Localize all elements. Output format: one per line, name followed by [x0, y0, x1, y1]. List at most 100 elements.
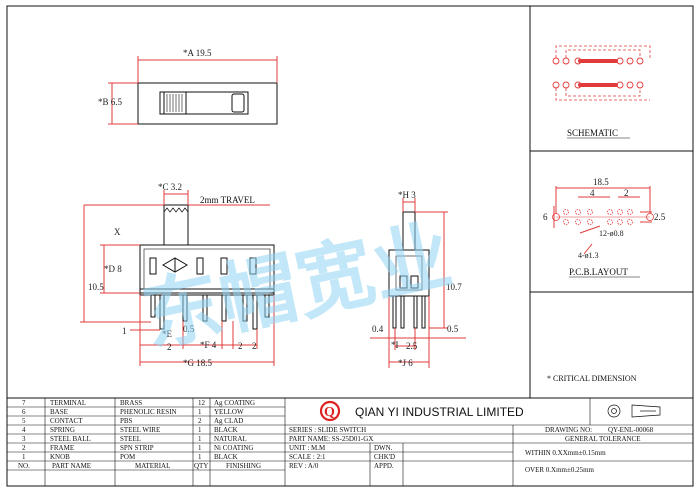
bom-qty: 2 [198, 417, 202, 425]
company-name: QIAN YI INDUSTRIAL LIMITED [355, 405, 524, 419]
dim-2b-label: 2 [238, 341, 243, 351]
bom-no: 3 [22, 435, 26, 443]
appd-label: APPD. [374, 462, 394, 470]
scale-label: SCALE : 2:1 [289, 453, 326, 461]
dim-04-label: 0.4 [372, 324, 384, 334]
dim-j-label: *J 6 [398, 358, 413, 368]
schematic-contact-bottom [578, 83, 618, 87]
front-view: *A 19.5 *B 6.5 [98, 48, 278, 125]
bom-finish: Ag CLAD [214, 417, 243, 425]
bom-qty: 1 [198, 444, 202, 452]
pcb-dim-6-label: 6 [543, 212, 548, 222]
bom-finish: YELLOW [214, 408, 244, 416]
bom-no: 7 [22, 399, 26, 407]
bom-header-qty: QTY [194, 462, 208, 470]
bom-header-no: NO. [18, 462, 30, 470]
pcb-dim-4-label: 4 [590, 188, 595, 198]
pcb-layout-label: P.C.B.LAYOUT [569, 267, 628, 277]
critical-dimension-note: * CRITICAL DIMENSION [547, 374, 637, 383]
pcb-holes-4-label: 4-ø1.3 [578, 251, 599, 260]
bom-part: BASE [50, 408, 68, 416]
bom-qty: 12 [198, 399, 206, 407]
company-logo: Q [319, 400, 341, 422]
end-view: *H 3 10.7 0.4 0.5 *I 2.5 *J 6 [370, 190, 466, 368]
end-dim-05-label: 0.5 [447, 324, 459, 334]
pcb-layout: 18.5 4 2 6 2.5 12-ø0.8 4-ø1.3 P.C.B.LAYO… [543, 177, 666, 278]
pcb-dim-2-label: 2 [624, 188, 629, 198]
bom-material: SPN STRIP [120, 444, 154, 452]
bom-finish: Ag COATING [214, 399, 255, 407]
dim-a-label: *A 19.5 [183, 48, 212, 58]
title-block [7, 398, 693, 486]
bom-material: PHENOLIC RESIN [120, 408, 177, 416]
x-label: X [114, 227, 121, 237]
bom-finish: Ni COATING [214, 444, 253, 452]
schematic: SCHEMATIC [552, 45, 651, 139]
bom-no: 2 [22, 444, 26, 452]
schematic-contact-top [578, 59, 618, 63]
projection-symbol [607, 404, 661, 418]
bom-material: STEEL [120, 435, 141, 443]
dim-107-label: 10.7 [446, 282, 462, 292]
bom-header-finishing: FINISHING [226, 462, 261, 470]
part-name-label: PART NAME: SS-25D01-GX [289, 435, 373, 443]
bom-no: 1 [22, 453, 26, 461]
bom-no: 6 [22, 408, 26, 416]
drawing-no-label: DRAWING NO: [545, 426, 592, 434]
bom-header-part-name: PART NAME [52, 462, 91, 470]
bom-qty: 1 [198, 453, 202, 461]
front-knob [163, 91, 187, 115]
chkd-label: CHK'D [374, 453, 395, 461]
bom-material: STEEL WIRE [120, 426, 160, 434]
dim-g-label: *G 18.5 [183, 358, 212, 368]
side-knob [163, 204, 189, 245]
bom-material: BRASS [120, 399, 142, 407]
bom-finish: BLACK [214, 453, 238, 461]
bom-qty: 1 [198, 435, 202, 443]
dim-2c-label: 2 [252, 341, 257, 351]
schematic-label: SCHEMATIC [567, 128, 618, 138]
bom-material: PBS [120, 417, 133, 425]
tolerance-within: WITHIN 0.XXmm±0.15mm [525, 449, 606, 457]
drawing-no-value: QY-ENL-00068 [608, 426, 654, 434]
bom-qty: 1 [198, 426, 202, 434]
bom-part: TERMINAL [50, 399, 86, 407]
outer-frame [6, 5, 694, 487]
travel-label: 2mm TRAVEL [200, 195, 255, 205]
bom-no: 4 [22, 426, 26, 434]
bom-finish: NATURAL [214, 435, 247, 443]
bom-part: CONTACT [50, 417, 83, 425]
front-slot [159, 91, 249, 115]
dim-1-label: 1 [122, 326, 127, 336]
bom-part: SPRING [50, 426, 75, 434]
pcb-dim-25-label: 2.5 [654, 212, 666, 222]
tolerance-over: OVER 0.Xmm±0.25mm [525, 466, 595, 474]
bom-finish: BLACK [214, 426, 238, 434]
dim-e-label: *E [162, 329, 173, 339]
rev-label: REV : A/0 [289, 462, 319, 470]
bom-no: 5 [22, 417, 26, 425]
dim-c-label: *C 3.2 [158, 182, 182, 192]
dim-d-label: *D 8 [104, 264, 122, 274]
bom-table: 7 TERMINAL BRASS 12 Ag COATING 6 BASE PH… [18, 399, 261, 470]
side-view: *C 3.2 2mm TRAVEL X *D 8 10.5 1 *E 0.5 2… [80, 182, 275, 368]
bom-part: FRAME [50, 444, 74, 452]
general-tolerance-label: GENERAL TOLERANCE [565, 435, 641, 443]
bom-part: STEEL BALL [50, 435, 91, 443]
dim-05-label: 0.5 [183, 324, 195, 334]
front-body-outline [137, 82, 278, 125]
dwn-label: DWN. [374, 444, 393, 452]
side-body [139, 244, 275, 294]
pcb-holes-12-label: 12-ø0.8 [599, 229, 624, 238]
dim-b-label: *B 6.5 [98, 97, 123, 107]
dim-f-label: *F 4 [200, 340, 217, 350]
unit-label: UNIT : M.M [289, 444, 326, 452]
dim-2a-label: 2 [167, 342, 172, 352]
bom-material: POM [120, 453, 136, 461]
end-body [388, 249, 430, 297]
series-label: SERIES : SLIDE SWITCH [289, 426, 366, 434]
dim-h-label: *H 3 [398, 190, 416, 200]
dim-105-label: 10.5 [88, 282, 104, 292]
